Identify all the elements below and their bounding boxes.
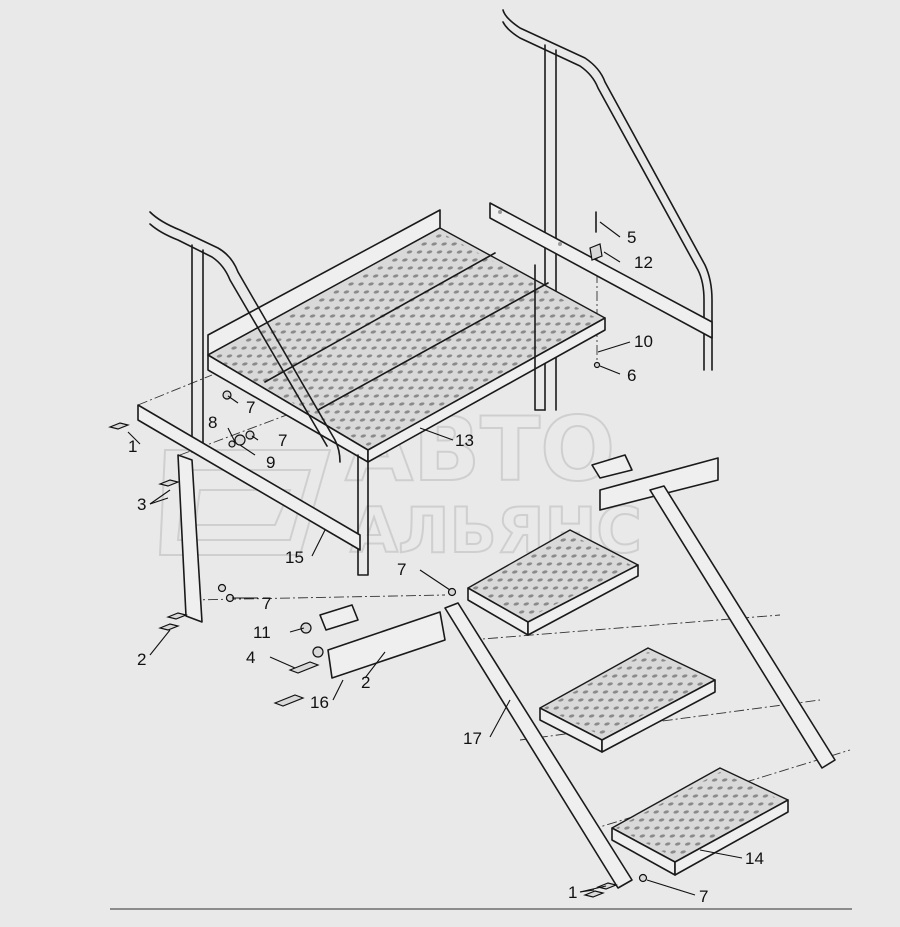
callout-labels: 1 1 2 2 3 4 5 6 7 7 7 7 7 8 9 10 11 12 1… xyxy=(128,228,764,906)
callout-7-b: 7 xyxy=(278,431,287,450)
callout-12: 12 xyxy=(634,253,653,272)
fasteners xyxy=(108,211,648,898)
leader-lines xyxy=(127,221,743,896)
callout-2-left: 2 xyxy=(137,650,146,669)
callout-1-upper: 1 xyxy=(128,437,137,456)
callout-7-d: 7 xyxy=(397,560,406,579)
callout-7-e: 7 xyxy=(699,887,708,906)
callout-3: 3 xyxy=(137,495,146,514)
callout-14: 14 xyxy=(745,849,764,868)
callout-2-bracket: 2 xyxy=(361,673,370,692)
callout-7-c: 7 xyxy=(262,594,271,613)
callout-11: 11 xyxy=(253,623,271,642)
callout-4: 4 xyxy=(246,648,255,667)
callout-8: 8 xyxy=(208,413,217,432)
callout-9: 9 xyxy=(266,453,275,472)
callout-7-a: 7 xyxy=(246,398,255,417)
upper-stair-bracket xyxy=(591,454,719,511)
left-stair-bracket xyxy=(319,604,446,679)
callout-13: 13 xyxy=(455,431,474,450)
callout-10: 10 xyxy=(634,332,653,351)
upper-left-handrail xyxy=(149,211,369,576)
callout-15: 15 xyxy=(285,548,304,567)
stair-treads xyxy=(467,529,789,876)
callout-5: 5 xyxy=(627,228,636,247)
callout-16: 16 xyxy=(310,693,329,712)
platform-deck xyxy=(207,209,606,463)
side-brace xyxy=(137,404,361,623)
callout-6: 6 xyxy=(627,366,636,385)
stair-stringers xyxy=(444,485,836,889)
callout-1-lower: 1 xyxy=(568,883,577,902)
callout-17: 17 xyxy=(463,729,482,748)
